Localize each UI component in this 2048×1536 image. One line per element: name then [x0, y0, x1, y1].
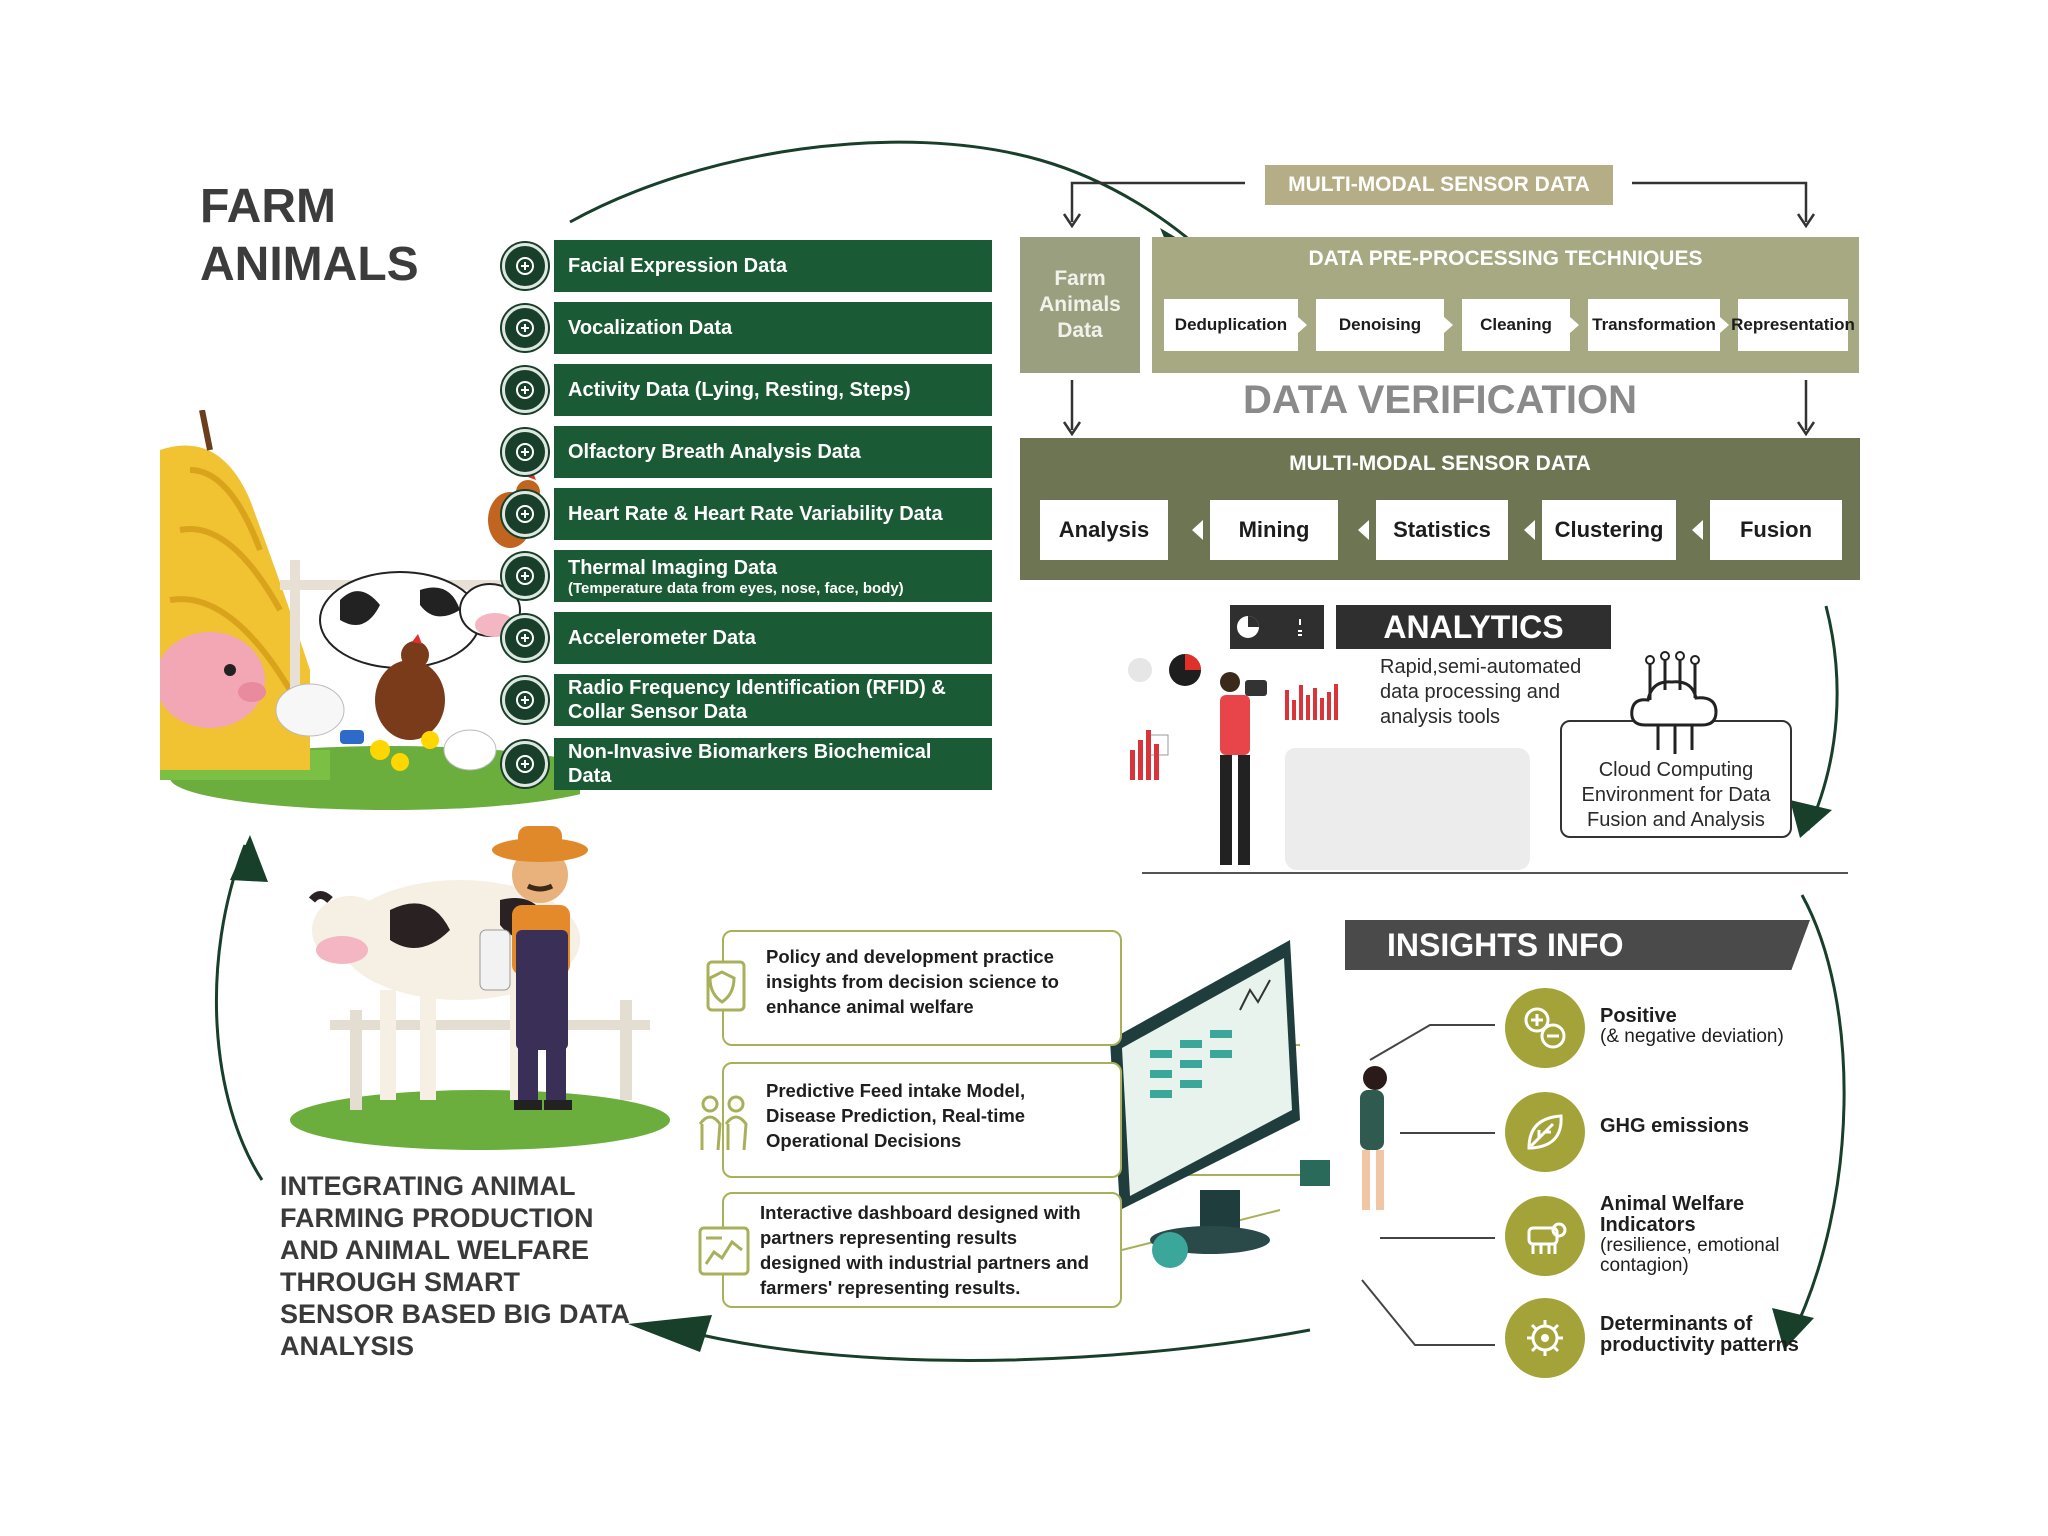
biomarker-icon [502, 741, 548, 787]
predictive-text: Predictive Feed intake Model, Disease Pr… [766, 1080, 1026, 1151]
sensor-sublabel: Collar Sensor Data [568, 701, 747, 723]
sensor-sublabel: (Temperature data from eyes, nose, face,… [568, 579, 904, 597]
thermometer-icon [502, 553, 548, 599]
speaker-icon [502, 305, 548, 351]
step-representation: Representation [1731, 299, 1855, 351]
leaf-icon [1505, 1092, 1585, 1172]
sensor-label: Olfactory Breath Analysis Data [568, 441, 861, 463]
step-arrow [1524, 520, 1535, 540]
sensor-bar: Vocalization Data [554, 302, 992, 354]
step-mining: Mining [1210, 500, 1338, 560]
step-cleaning: Cleaning [1462, 299, 1570, 351]
step-arrow [1192, 520, 1203, 540]
sensor-label: Facial Expression Data [568, 255, 787, 277]
step-transformation: Transformation [1588, 299, 1720, 351]
farm-animals-data-block: Farm Animals Data [1020, 237, 1140, 373]
integrating-title: INTEGRATING ANIMAL FARMING PRODUCTION AN… [280, 1171, 630, 1361]
accelerometer-icon [502, 615, 548, 661]
sensor-bar: Thermal Imaging Data(Temperature data fr… [554, 550, 992, 602]
plus-minus-icon [1505, 988, 1585, 1068]
predictive-box [722, 1062, 1122, 1178]
activity-icon [502, 367, 548, 413]
insight-determinants-title: Determinants of productivity patterns [1600, 1313, 1799, 1356]
analysis-block-title: MULTI-MODAL SENSOR DATA [1289, 452, 1591, 475]
sensor-label: Vocalization Data [568, 317, 733, 339]
farmer-cow-illustration [290, 826, 670, 1150]
multimodal-sensor-label: MULTI-MODAL SENSOR DATA [1265, 165, 1613, 205]
heart-icon [502, 491, 548, 537]
insight-positive-title: Positive [1600, 1005, 1677, 1027]
sensor-bar: Accelerometer Data [554, 612, 992, 664]
step-arrow [1444, 317, 1453, 333]
sensor-row: Vocalization Data [500, 300, 992, 356]
sensor-label: Activity Data (Lying, Resting, Steps) [568, 379, 911, 401]
insight-ghg: GHG emissions [1600, 1116, 1820, 1137]
preprocessing-title: DATA PRE-PROCESSING TECHNIQUES [1308, 247, 1703, 270]
face-icon [502, 243, 548, 289]
insight-animal-welfare: Animal Welfare Indicators (resilience, e… [1600, 1194, 1810, 1276]
step-arrow [1358, 520, 1369, 540]
step-clustering: Clustering [1542, 500, 1676, 560]
insights-title: INSIGHTS INFO [1345, 920, 1810, 970]
step-fusion: Fusion [1710, 500, 1842, 560]
step-arrow [1298, 317, 1307, 333]
sensor-label: Heart Rate & Heart Rate Variability Data [568, 503, 943, 525]
rfid-icon [502, 677, 548, 723]
sensor-bar: Non-Invasive Biomarkers Biochemical Data [554, 738, 992, 790]
sensor-row: Radio Frequency Identification (RFID) &C… [500, 672, 992, 728]
analytics-description: Rapid,semi-automated data processing and… [1380, 656, 1582, 728]
step-arrow [1720, 317, 1729, 333]
analytics-title: ANALYTICS [1336, 605, 1611, 649]
farm-animals-title: FARM ANIMALS [200, 180, 419, 291]
data-verification-label: DATA VERIFICATION [1242, 378, 1638, 422]
insight-ghg-title: GHG emissions [1600, 1115, 1749, 1137]
insight-determinants: Determinants of productivity patterns [1600, 1314, 1800, 1356]
dashboard-computer-illustration [1110, 940, 1387, 1268]
dashboard-icon [698, 1226, 750, 1276]
analytics-icon-bar [1230, 605, 1324, 649]
sensor-bar: Activity Data (Lying, Resting, Steps) [554, 364, 992, 416]
policy-box [722, 930, 1122, 1046]
gear-icon [1505, 1298, 1585, 1378]
step-denoising: Denoising [1316, 299, 1444, 351]
sensor-row: Activity Data (Lying, Resting, Steps) [500, 362, 992, 418]
cow-icon [1505, 1196, 1585, 1276]
step-arrow [1570, 317, 1579, 333]
breath-icon [502, 429, 548, 475]
pie-chart-icon [1237, 616, 1302, 638]
sensor-row: Thermal Imaging Data(Temperature data fr… [500, 548, 992, 604]
sensor-row: Facial Expression Data [500, 238, 992, 294]
sensor-row: Non-Invasive Biomarkers Biochemical Data [500, 736, 992, 792]
step-analysis: Analysis [1040, 500, 1168, 560]
insight-welfare-title: Animal Welfare Indicators [1600, 1193, 1745, 1236]
step-deduplication: Deduplication [1164, 299, 1298, 351]
sensor-bar: Radio Frequency Identification (RFID) &C… [554, 674, 992, 726]
sensor-row: Olfactory Breath Analysis Data [500, 424, 992, 480]
cloud-icon [1630, 651, 1718, 754]
dashboard-text: Interactive dashboard designed with part… [760, 1202, 1089, 1298]
cloud-computing-text: Cloud Computing Environment for Data Fus… [1581, 759, 1771, 831]
step-arrow [1692, 520, 1703, 540]
sofa-illustration [1285, 748, 1530, 870]
sensor-row: Heart Rate & Heart Rate Variability Data [500, 486, 992, 542]
policy-text: Policy and development practice insights… [766, 946, 1059, 1017]
dashboard-box [722, 1192, 1122, 1308]
sensor-label: Non-Invasive Biomarkers Biochemical Data [568, 741, 932, 787]
sensor-bar: Olfactory Breath Analysis Data [554, 426, 992, 478]
insight-welfare-detail: (resilience, emotional contagion) [1600, 1235, 1780, 1276]
step-statistics: Statistics [1376, 500, 1508, 560]
shield-doc-icon [706, 960, 746, 1012]
insight-positive: Positive (& negative deviation) [1600, 1006, 1820, 1047]
data-preprocessing-block: DATA PRE-PROCESSING TECHNIQUES Deduplica… [1152, 237, 1859, 373]
sensor-row: Accelerometer Data [500, 610, 992, 666]
sensor-label: Radio Frequency Identification (RFID) & [568, 677, 946, 699]
sensor-label: Thermal Imaging Data [568, 556, 777, 579]
sensor-label: Accelerometer Data [568, 627, 756, 649]
analysis-block: MULTI-MODAL SENSOR DATA Analysis Mining … [1020, 438, 1860, 580]
insight-positive-detail: (& negative deviation) [1600, 1026, 1784, 1047]
sensor-bar: Facial Expression Data [554, 240, 992, 292]
sensor-bar: Heart Rate & Heart Rate Variability Data [554, 488, 992, 540]
people-icon [698, 1095, 748, 1151]
